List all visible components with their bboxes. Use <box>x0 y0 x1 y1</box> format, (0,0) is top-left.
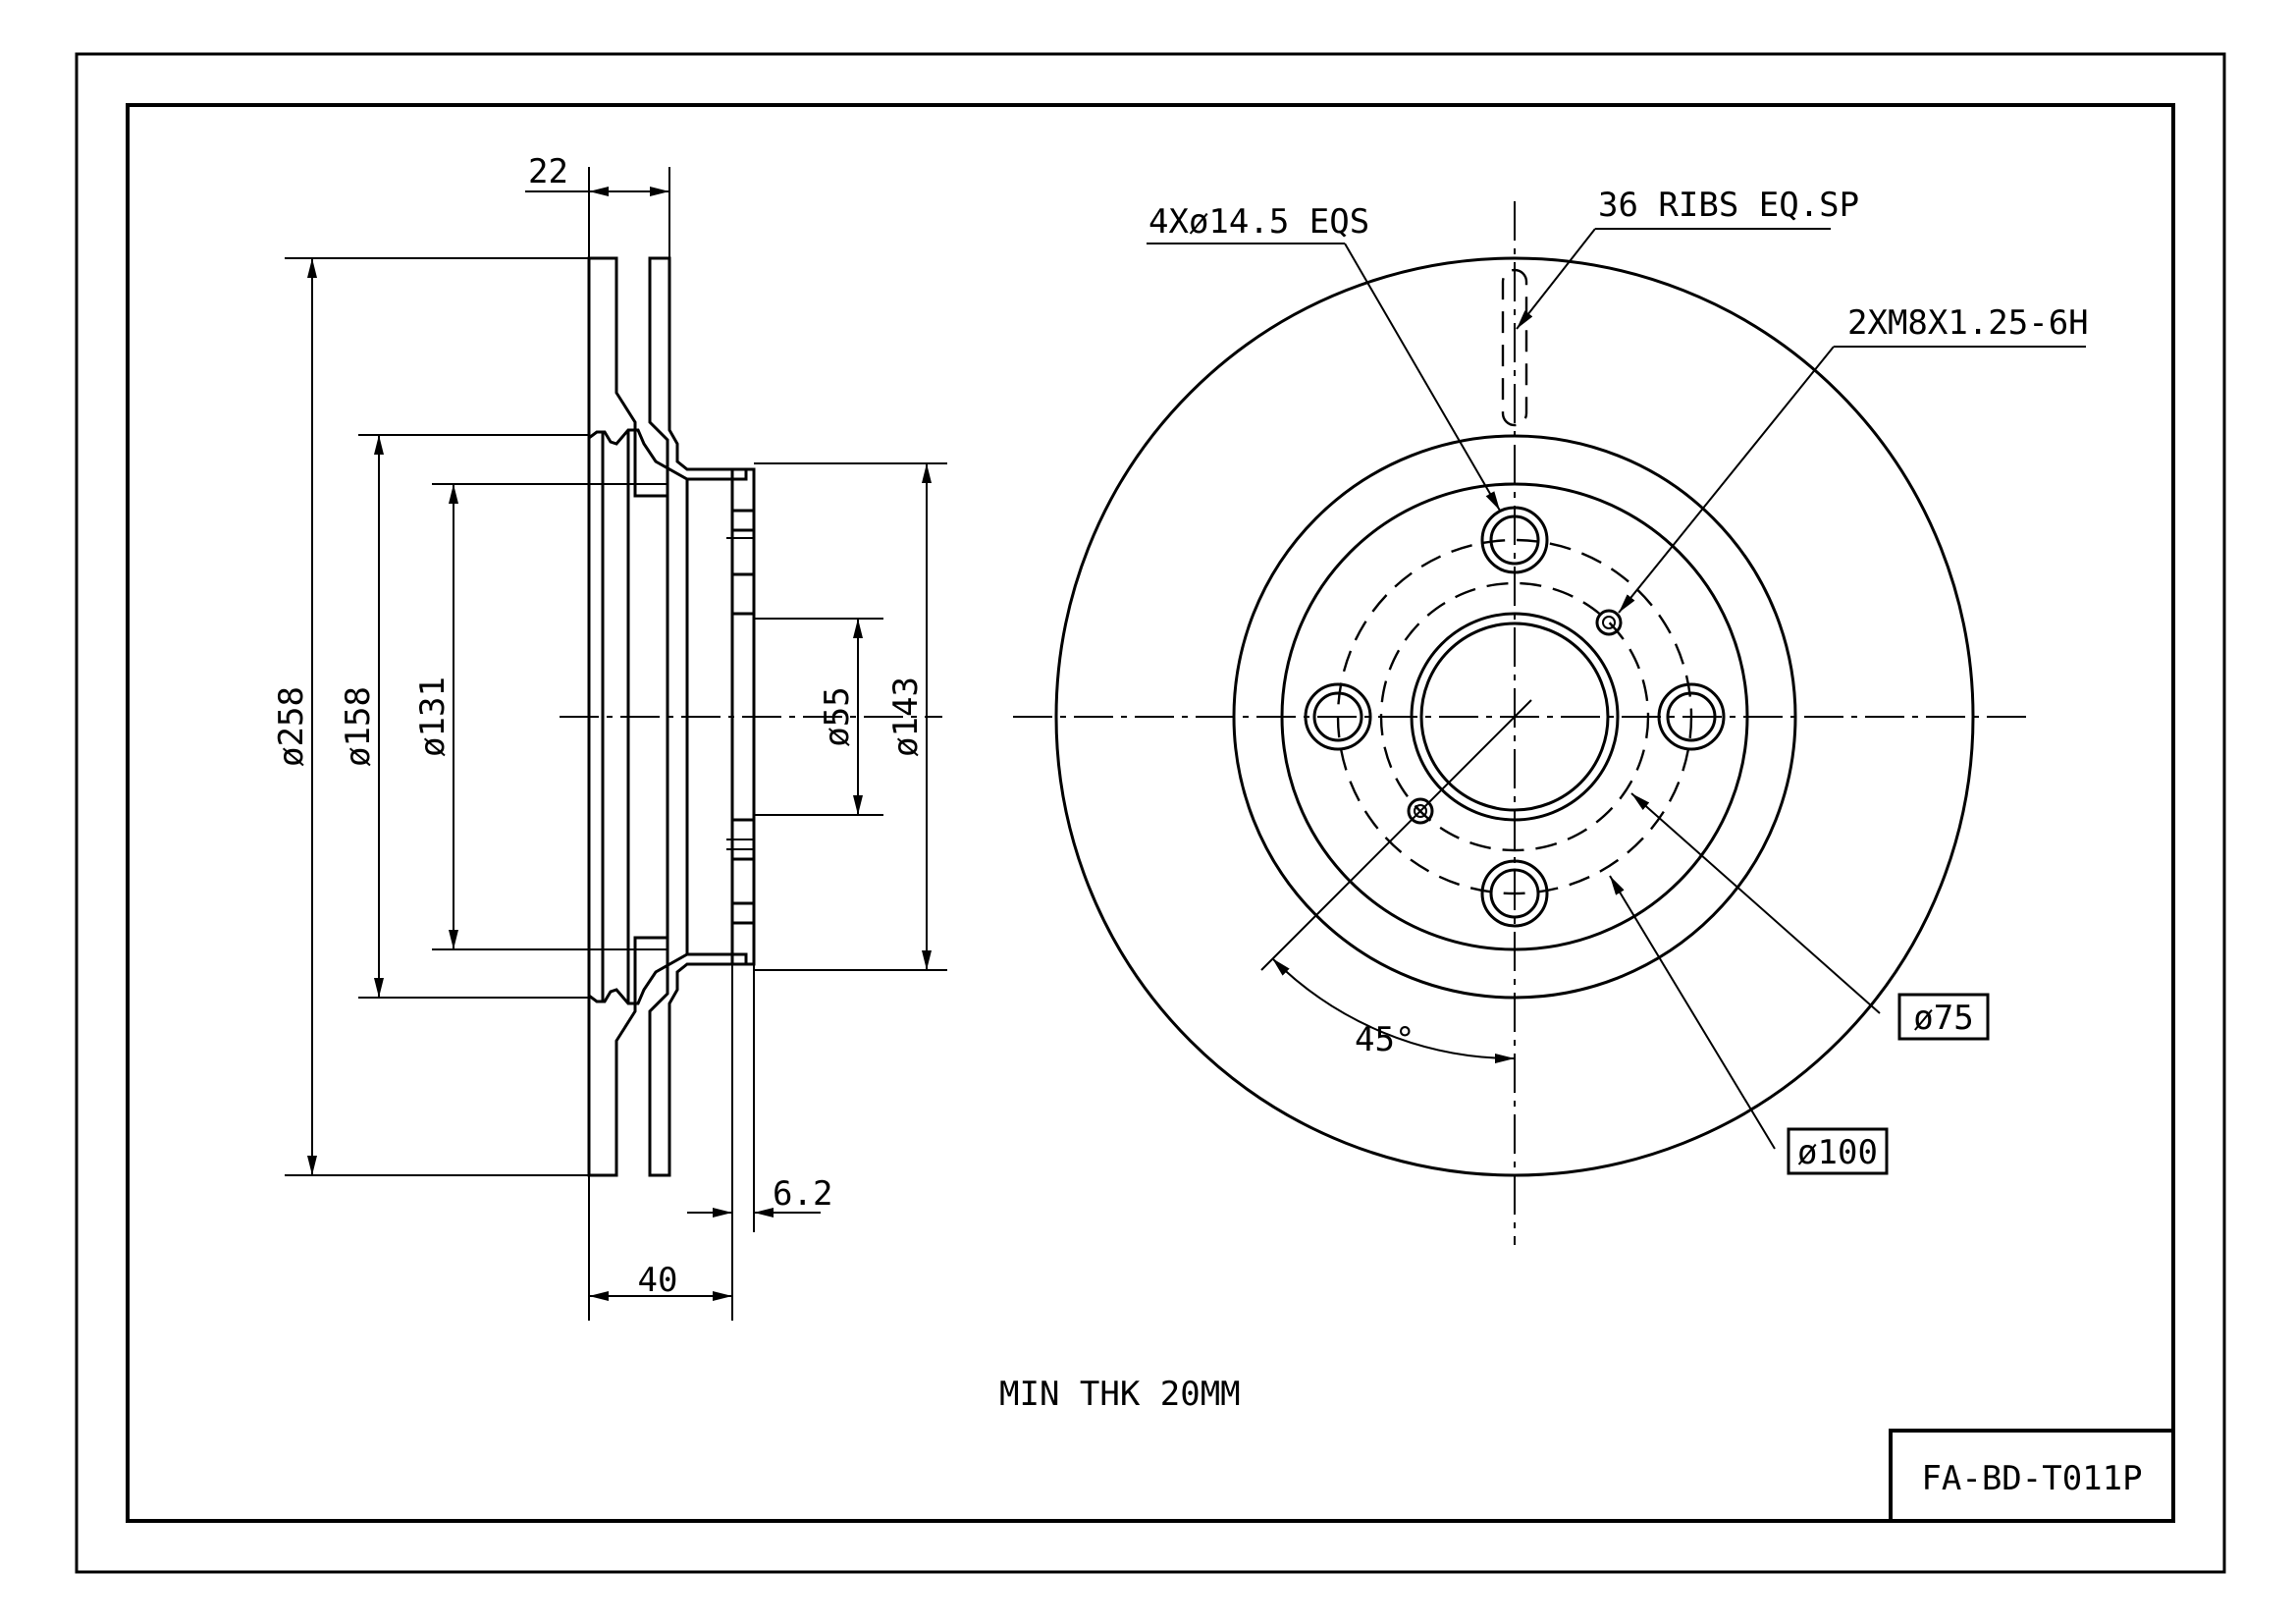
min-thickness-note: MIN THK 20MM <box>999 1375 1241 1414</box>
dim-thickness-label: 22 <box>528 152 568 191</box>
inner-frame <box>126 103 2175 1523</box>
friction-inner-edge <box>1232 434 1797 1000</box>
side-section-view: 22 ø258 ø158 ø131 ø55 <box>272 152 947 1321</box>
dim-hub-diameter-label: ø143 <box>886 677 926 757</box>
disc-outer-edge <box>1054 256 1975 1177</box>
dim-inner-diameter-label: ø131 <box>413 677 453 757</box>
center-bore-outer <box>1410 612 1620 822</box>
callout-thread: 2XM8X1.25-6H <box>1618 303 2089 614</box>
dim-hub-diameter: ø143 <box>754 462 947 971</box>
hub-hat-section <box>666 467 756 966</box>
dim-flange-thickness: 6.2 <box>687 964 832 1321</box>
callout-ribs-label: 36 RIBS EQ.SP <box>1598 186 1859 225</box>
title-block: FA-BD-T011P <box>1889 1429 2175 1523</box>
callout-pcd-100: ø100 <box>1609 875 1889 1175</box>
dim-hat-height-label: 40 <box>638 1261 678 1300</box>
dim-outer-diameter: ø258 <box>272 257 589 1176</box>
center-bore-inner <box>1419 622 1610 812</box>
dim-hat-diameter: ø158 <box>339 434 589 999</box>
callout-pcd-75-label: ø75 <box>1913 999 1973 1038</box>
dim-hat-height: 40 <box>588 1175 732 1321</box>
part-number: FA-BD-T011P <box>1921 1459 2142 1498</box>
hat-outer-edge <box>1280 482 1749 951</box>
angle-arc <box>1271 957 1516 1064</box>
pcd-100-circle <box>1336 538 1693 895</box>
angle-label: 45° <box>1355 1020 1415 1059</box>
callout-bolt-holes: 4Xø14.5 EQS <box>1147 202 1501 512</box>
outer-frame <box>75 52 2226 1574</box>
angle-reference-line <box>1260 699 1532 971</box>
dim-center-bore: ø55 <box>754 618 883 816</box>
dim-center-bore-label: ø55 <box>818 686 857 746</box>
bolt-holes <box>1304 506 1726 928</box>
dim-hat-diameter-label: ø158 <box>339 686 378 767</box>
rib-slot <box>1501 268 1528 427</box>
front-view: 45° 4Xø14.5 EQS 36 RIBS EQ.SP 2XM8X1.25-… <box>1013 186 2089 1245</box>
callout-pcd-100-label: ø100 <box>1797 1133 1878 1172</box>
dim-thickness: 22 <box>525 152 670 258</box>
dim-inner-diameter: ø131 <box>413 483 667 950</box>
callout-pcd-75: ø75 <box>1630 792 1990 1041</box>
dim-flange-thickness-label: 6.2 <box>773 1174 832 1214</box>
callout-bolt-holes-label: 4Xø14.5 EQS <box>1148 202 1369 242</box>
dim-outer-diameter-label: ø258 <box>272 686 311 767</box>
pcd-75-circle <box>1379 581 1650 852</box>
disc-friction-plates <box>587 256 748 1177</box>
callout-ribs: 36 RIBS EQ.SP <box>1516 186 1859 330</box>
callout-thread-label: 2XM8X1.25-6H <box>1847 303 2089 343</box>
threaded-holes <box>1407 609 1623 825</box>
